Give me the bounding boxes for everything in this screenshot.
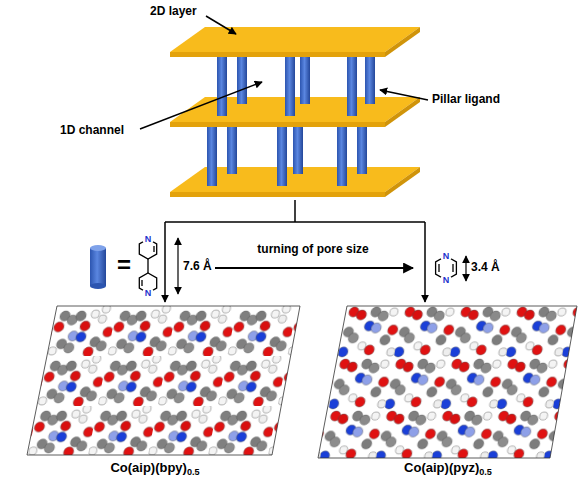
equals-sign: = <box>113 252 135 277</box>
layer-slab <box>170 27 420 57</box>
channel-label: 1D channel <box>60 124 140 137</box>
tuning-label: turning of pore size <box>228 243 398 256</box>
pillar-label: Pillar ligand <box>432 93 522 106</box>
nitrogen-atom: N <box>440 251 452 261</box>
nitrogen-atom: N <box>142 288 154 298</box>
dimension-arrow <box>177 238 178 294</box>
crystal-structure <box>318 306 577 458</box>
compound-name: Co(aip)(bpy)0.5 <box>55 461 255 479</box>
dimension-arrow <box>465 256 466 281</box>
branch-connector <box>165 200 425 302</box>
bipyridine-structure <box>139 239 156 293</box>
leader-arrow <box>140 16 428 129</box>
compound-name: Co(aip)(pyz)0.5 <box>348 461 548 479</box>
nitrogen-atom: N <box>440 275 452 285</box>
tuning-arrow <box>215 267 413 269</box>
nitrogen-atom: N <box>142 234 154 244</box>
pillar-icon <box>90 245 106 289</box>
layer-label: 2D layer <box>150 5 220 18</box>
crystal-structure <box>27 306 300 455</box>
dimension-label: 7.6 Å <box>183 260 223 273</box>
dimension-label: 3.4 Å <box>471 261 511 274</box>
